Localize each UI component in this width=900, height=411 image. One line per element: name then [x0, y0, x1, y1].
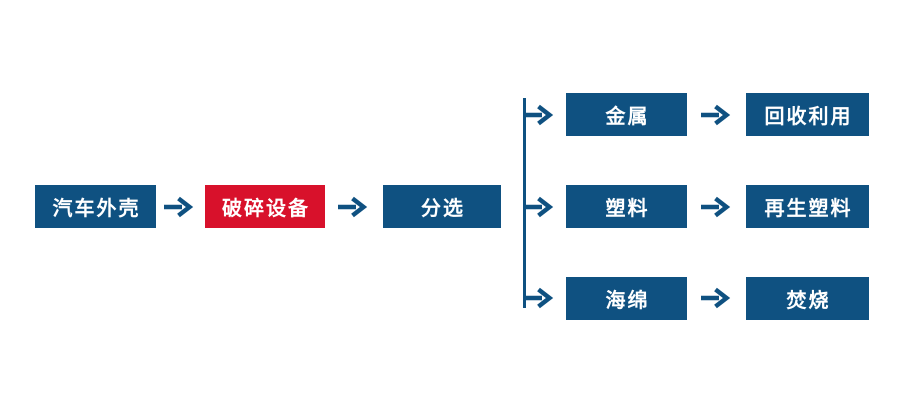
- node-crusher: 破碎设备: [205, 185, 325, 228]
- node-sponge: 海绵: [566, 277, 687, 320]
- arrow-right-icon: [524, 287, 554, 309]
- node-car-shell: 汽车外壳: [35, 185, 156, 228]
- arrow-right-icon: [338, 196, 368, 218]
- arrow-right-icon: [524, 104, 554, 126]
- branch-connector-line: [523, 98, 526, 308]
- arrow-right-icon: [164, 196, 194, 218]
- node-recycle-use-label: 回收利用: [764, 106, 853, 128]
- node-crusher-label: 破碎设备: [222, 198, 310, 220]
- node-recycled-plastic-label: 再生塑料: [764, 198, 853, 220]
- arrow-right-icon: [524, 196, 554, 218]
- node-sorting-label: 分选: [421, 198, 465, 220]
- node-incineration-label: 焚烧: [786, 290, 831, 312]
- node-plastic: 塑料: [566, 185, 687, 228]
- node-metal-label: 金属: [605, 106, 650, 128]
- node-metal: 金属: [566, 93, 687, 136]
- arrow-right-icon: [701, 287, 731, 309]
- arrow-right-icon: [701, 196, 731, 218]
- arrow-right-icon: [701, 104, 731, 126]
- node-sorting: 分选: [383, 185, 501, 228]
- node-recycled-plastic: 再生塑料: [746, 185, 869, 228]
- node-recycle-use: 回收利用: [746, 93, 869, 136]
- node-plastic-label: 塑料: [605, 198, 650, 220]
- node-sponge-label: 海绵: [605, 290, 650, 312]
- node-incineration: 焚烧: [746, 277, 869, 320]
- node-car-shell-label: 汽车外壳: [52, 198, 141, 220]
